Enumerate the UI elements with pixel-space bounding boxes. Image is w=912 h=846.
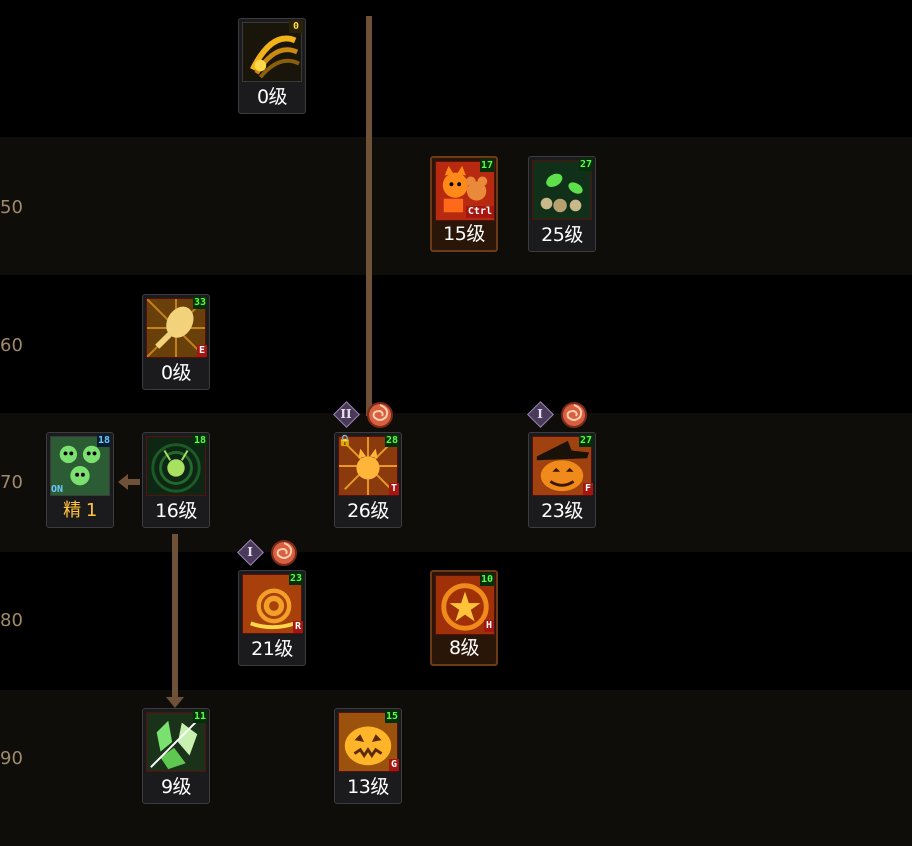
flame-cat-icon — [338, 436, 398, 496]
row-band-60 — [0, 275, 912, 413]
pumpkin-witch-icon — [532, 436, 592, 496]
hotkey-label: H — [483, 620, 494, 632]
lock-icon: 🔒 — [338, 434, 352, 447]
max-level-badge: 15 — [384, 710, 399, 723]
skill-level: 8级 — [448, 637, 480, 659]
hotkey-label: Ctrl — [465, 206, 494, 218]
max-level-badge: 27 — [578, 158, 593, 171]
skill-level: 25级 — [541, 224, 583, 246]
skill-slot-green-crystal-shards[interactable]: 11 9级 — [142, 708, 210, 804]
max-level-badge: 0 — [289, 20, 303, 33]
max-level-badge: 17 — [479, 159, 494, 172]
max-level-badge: 18 — [192, 434, 207, 447]
prereq-line-vertical-bottom — [172, 534, 178, 698]
prereq-line-vertical-top — [366, 16, 372, 416]
skill-level: 26级 — [347, 500, 389, 522]
max-level-badge: 23 — [288, 572, 303, 585]
max-level-badge: 11 — [192, 710, 207, 723]
hotkey-label: R — [292, 621, 303, 633]
rune-slot-badge[interactable]: II — [333, 401, 360, 428]
skill-slot-fire-snail[interactable]: 23 R 21级 — [238, 570, 306, 666]
hotkey-label: F — [582, 483, 593, 495]
swirl-candy-icon[interactable] — [560, 401, 588, 429]
rune-slot-badge[interactable]: I — [237, 539, 264, 566]
row-band-90 — [0, 690, 912, 846]
skill-level: 15级 — [443, 223, 485, 245]
swirl-candy-icon[interactable] — [270, 539, 298, 567]
row-label-50: 50 — [0, 197, 23, 218]
arrow-down-icon — [166, 697, 184, 708]
max-level-badge: 10 — [479, 573, 494, 586]
row-label-80: 80 — [0, 610, 23, 631]
skill-level: 13级 — [347, 776, 389, 798]
swirl-candy-icon[interactable] — [366, 401, 394, 429]
skill-level: 精 1 — [63, 500, 97, 521]
skill-slot-golden-wave[interactable]: 0 0级 — [238, 18, 306, 114]
golden-pumpkin-icon — [338, 712, 398, 772]
max-level-badge: 33 — [192, 296, 207, 309]
max-level-badge: 27 — [578, 434, 593, 447]
skill-slot-flame-cat[interactable]: 🔒 28 T 26级 — [334, 432, 402, 528]
skill-level: 21级 — [251, 638, 293, 660]
skill-slot-golden-pumpkin[interactable]: 15 G 13级 — [334, 708, 402, 804]
hotkey-label: T — [388, 483, 399, 495]
arrow-left-icon — [118, 474, 128, 490]
rune-badges-fire-snail: I — [237, 539, 308, 568]
skill-slot-cat-and-mouse[interactable]: 17 Ctrl 15级 — [430, 156, 498, 252]
skill-level: 9级 — [160, 776, 192, 798]
rune-slot-badge[interactable]: I — [527, 401, 554, 428]
skill-slot-green-bug-orb[interactable]: 18 16级 — [142, 432, 210, 528]
skill-slot-flame-star-ring[interactable]: 10 H 8级 — [430, 570, 498, 666]
skill-slot-green-triplet-faces[interactable]: 18 ON 精 1 — [46, 432, 114, 528]
row-band-top — [0, 0, 912, 137]
rune-badges-flame-cat: II — [333, 401, 404, 430]
row-label-90: 90 — [0, 748, 23, 769]
skill-level: 23级 — [541, 500, 583, 522]
rune-badges-pumpkin-witch: I — [527, 401, 598, 430]
skill-slot-golden-racket[interactable]: 33 E 0级 — [142, 294, 210, 390]
skill-level: 0级 — [256, 86, 288, 108]
toggle-on-badge: ON — [51, 484, 64, 495]
prereq-line-horizontal — [128, 479, 140, 485]
row-label-60: 60 — [0, 335, 23, 356]
hotkey-label: G — [388, 759, 399, 771]
skill-level: 16级 — [155, 500, 197, 522]
hotkey-label: E — [196, 345, 207, 357]
max-level-badge: 18 — [96, 434, 111, 447]
skill-slot-green-candy[interactable]: 27 25级 — [528, 156, 596, 252]
max-level-badge: 28 — [384, 434, 399, 447]
skill-slot-pumpkin-witch[interactable]: 27 F 23级 — [528, 432, 596, 528]
golden-racket-icon — [146, 298, 206, 358]
row-label-70: 70 — [0, 472, 23, 493]
skill-level: 0级 — [160, 362, 192, 384]
